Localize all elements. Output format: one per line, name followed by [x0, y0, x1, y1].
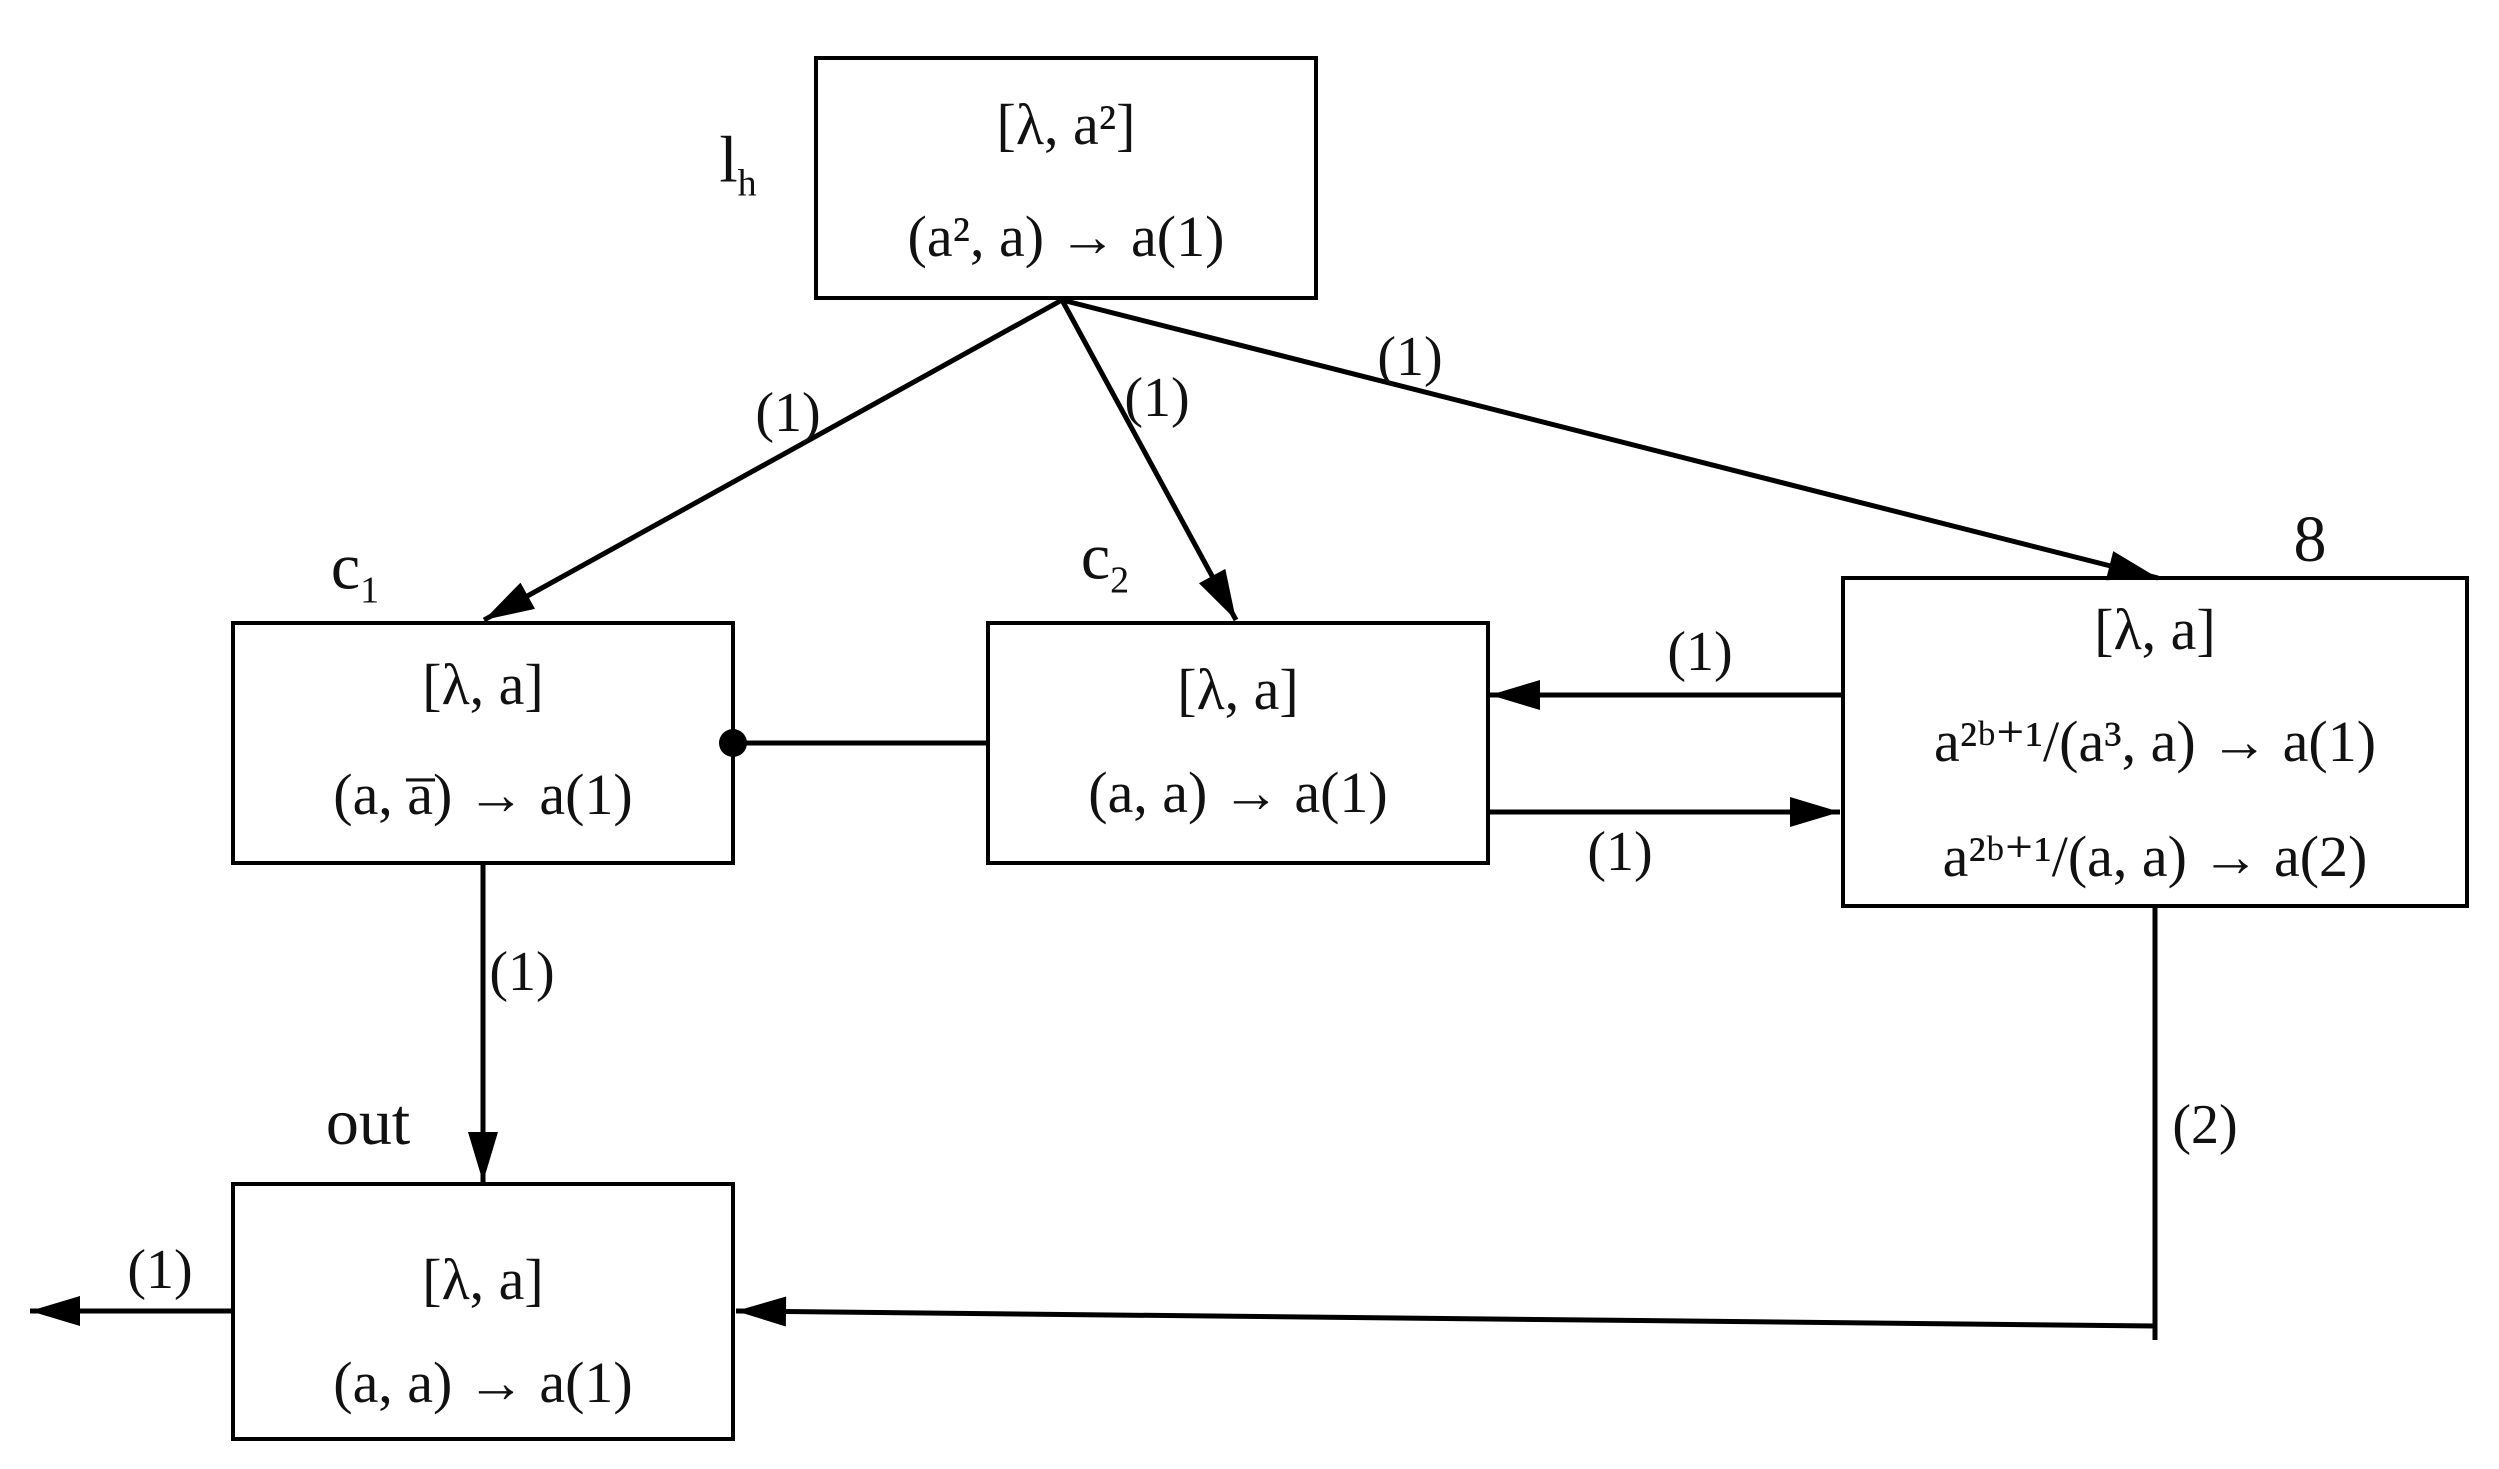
neuron-lh-initial: [λ, a²]	[996, 92, 1136, 157]
edge-label-8-c2: (1)	[1667, 621, 1733, 683]
neuron-c2-rule: (a, a) → a(1)	[1088, 760, 1388, 825]
neuron-out-rule: (a, a) → a(1)	[333, 1350, 633, 1415]
neuron-8-name: 8	[2293, 503, 2327, 576]
synapse-8-out	[735, 1296, 2156, 1329]
edge-label-out-env: (1)	[127, 1239, 193, 1301]
synapse-lh-c1	[482, 297, 1064, 623]
neuron-c1-initial: [λ, a]	[422, 652, 544, 717]
edge-label-lh-c2: (1)	[1124, 367, 1190, 429]
neuron-lh-name: lh	[719, 123, 757, 205]
edge-label-lh-c1: (1)	[755, 382, 821, 444]
edge-label-c2-8: (1)	[1587, 821, 1653, 883]
neuron-c1-name: c1	[330, 530, 380, 612]
neuron-out-initial: [λ, a]	[422, 1247, 544, 1312]
neuron-lh-rule: (a², a) → a(1)	[907, 204, 1225, 269]
edge-label-8-out: (2)	[2172, 1094, 2238, 1156]
edge-label-c1-out: (1)	[489, 941, 555, 1003]
neuron-8-rule-2: a²ᵇ⁺¹/(a, a) → a(2)	[1942, 824, 2368, 889]
neuron-lh-box	[814, 56, 1318, 300]
neuron-out-name: out	[325, 1086, 411, 1159]
edge-label-lh-8: (1)	[1377, 326, 1443, 388]
neuron-8-rule-1: a²ᵇ⁺¹/(a³, a) → a(1)	[1933, 709, 2377, 774]
synapse-lh-8	[1061, 297, 2159, 581]
neuron-c2-name: c2	[1080, 520, 1130, 602]
inhibitory-dot	[719, 729, 747, 757]
neuron-c1-rule: (a, a̅) → a(1)	[333, 762, 633, 827]
synapse-lh-c2	[1059, 298, 1239, 622]
neuron-c2-initial: [λ, a]	[1177, 657, 1299, 722]
neuron-8-initial: [λ, a]	[2094, 597, 2216, 662]
